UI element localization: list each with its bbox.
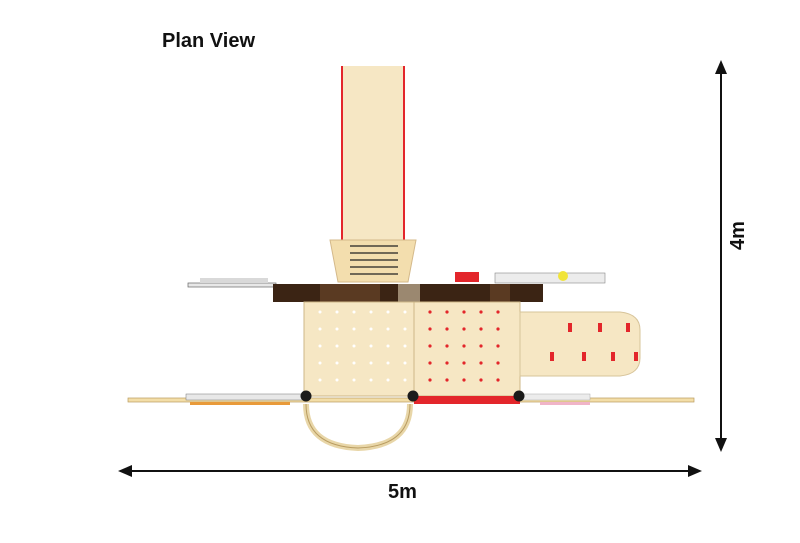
upper-side-panels [187,271,606,288]
width-label: 5m [388,481,417,503]
width-dimension-arrow [118,465,702,477]
tunnel-panel [519,311,641,377]
right-deck-dots [428,310,500,382]
left-deck-dots [318,310,407,382]
plan-view-title: Plan View [162,30,256,52]
deck-roof [273,284,543,302]
height-label: 4m [727,221,749,250]
slide-ladder-platform [329,239,417,283]
left-deck [303,301,415,397]
arch-hoop [303,403,413,452]
right-deck [413,301,521,397]
height-dimension-arrow [715,60,727,452]
support-posts [300,390,525,402]
slide [341,66,405,246]
